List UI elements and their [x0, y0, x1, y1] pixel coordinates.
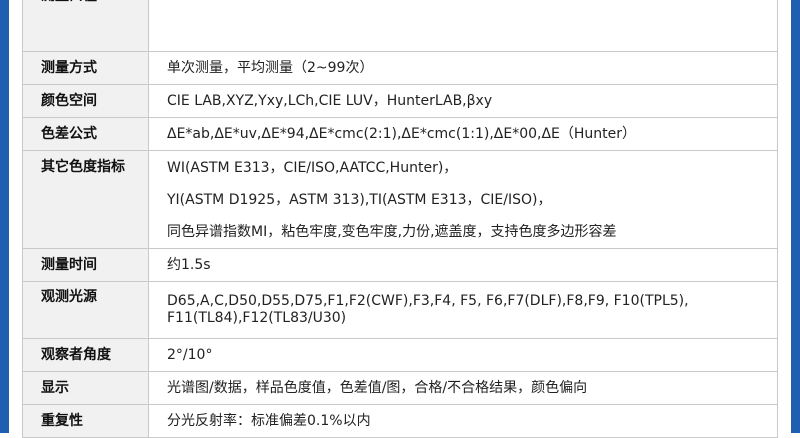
row-value-line: 同色异谱指数MI，粘色牢度,变色牢度,力份,遮盖度，支持色度多边形容差: [167, 223, 617, 240]
table-row: 测量时间 约1.5s: [22, 248, 778, 282]
table-row: 色差公式 ΔE*ab,ΔE*uv,ΔE*94,ΔE*cmc(2:1),ΔE*cm…: [22, 117, 778, 151]
table-row: 重复性 分光反射率：标准偏差0.1%以内: [22, 404, 778, 438]
row-label: 显示: [22, 371, 149, 405]
row-label: 色差公式: [22, 117, 149, 151]
table-row: 测量方式 单次测量，平均测量（2~99次）: [22, 51, 778, 85]
row-value: 约1.5s: [148, 248, 778, 282]
row-label: 重复性: [22, 404, 149, 438]
row-value: 单次测量，平均测量（2~99次）: [148, 51, 778, 85]
row-value-line: WI(ASTM E313，CIE/ISO,AATCC,Hunter)，: [167, 159, 458, 176]
row-value: ΔE*ab,ΔE*uv,ΔE*94,ΔE*cmc(2:1),ΔE*cmc(1:1…: [148, 117, 778, 151]
table-row: 显示 光谱图/数据，样品色度值，色差值/图，合格/不合格结果，颜色偏向: [22, 371, 778, 405]
row-value-line: YI(ASTM D1925，ASTM 313),TI(ASTM E313，CIE…: [167, 191, 552, 208]
row-label: 测量口径: [22, 0, 149, 52]
table-row: 颜色空间 CIE LAB,XYZ,Yxy,LCh,CIE LUV，HunterL…: [22, 84, 778, 118]
row-value: WI(ASTM E313，CIE/ISO,AATCC,Hunter)， YI(A…: [148, 150, 778, 249]
row-label: 观察者角度: [22, 338, 149, 372]
row-value-line: F11(TL84),F12(TL83/U30): [167, 310, 347, 326]
row-label: 其它色度指标: [22, 150, 149, 249]
row-value: D65,A,C,D50,D55,D75,F1,F2(CWF),F3,F4, F5…: [148, 281, 778, 339]
row-label: 测量时间: [22, 248, 149, 282]
row-value: Φ20mm: [148, 0, 778, 52]
row-value: 分光反射率：标准偏差0.1%以内: [148, 404, 778, 438]
left-accent-bar: [0, 0, 9, 433]
table-row: 测量口径 Φ20mm: [22, 0, 778, 52]
row-label: 观测光源: [22, 281, 149, 339]
spec-table: 测量口径 Φ20mm 测量方式 单次测量，平均测量（2~99次） 颜色空间 CI…: [22, 0, 778, 438]
row-label: 测量方式: [22, 51, 149, 85]
row-value: CIE LAB,XYZ,Yxy,LCh,CIE LUV，HunterLAB,βx…: [148, 84, 778, 118]
row-label: 颜色空间: [22, 84, 149, 118]
row-value: 光谱图/数据，样品色度值，色差值/图，合格/不合格结果，颜色偏向: [148, 371, 778, 405]
row-value-line: D65,A,C,D50,D55,D75,F1,F2(CWF),F3,F4, F5…: [167, 293, 689, 309]
table-row: 观测光源 D65,A,C,D50,D55,D75,F1,F2(CWF),F3,F…: [22, 281, 778, 339]
table-row: 其它色度指标 WI(ASTM E313，CIE/ISO,AATCC,Hunter…: [22, 150, 778, 249]
right-accent-bar: [791, 0, 800, 433]
table-row: 观察者角度 2°/10°: [22, 338, 778, 372]
row-value: 2°/10°: [148, 338, 778, 372]
